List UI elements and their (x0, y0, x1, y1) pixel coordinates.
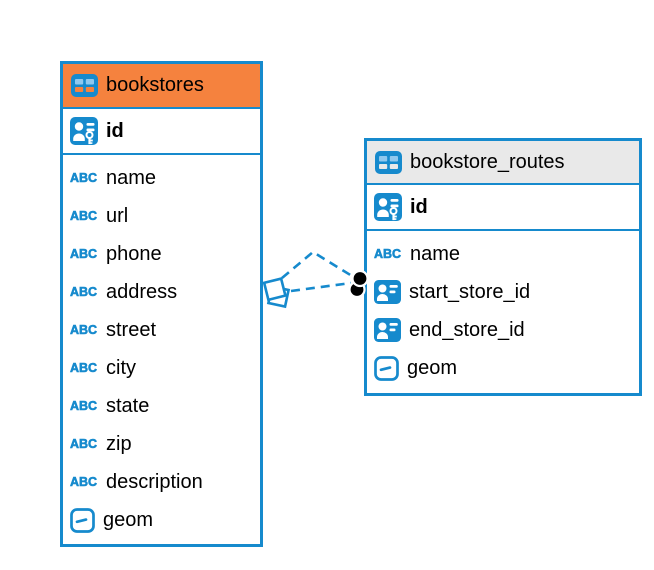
text-type-icon: ABC (70, 399, 98, 414)
text-type-icon: ABC (70, 323, 98, 338)
column-row[interactable]: ABC address (63, 273, 260, 311)
column-name: description (106, 470, 203, 493)
entity-bookstore-routes[interactable]: bookstore_routes id ABC (364, 138, 642, 396)
table-icon (71, 74, 98, 97)
column-row[interactable]: ABC zip (63, 425, 260, 463)
text-type-icon: ABC (70, 361, 98, 376)
column-row[interactable]: ABC street (63, 311, 260, 349)
column-name: name (410, 242, 461, 265)
column-name: id (106, 119, 124, 142)
geometry-type-icon (70, 507, 95, 533)
text-type-icon: ABC (70, 171, 98, 186)
column-name: url (106, 204, 129, 227)
primary-key-icon (374, 193, 402, 221)
entity-title: bookstores (106, 74, 204, 96)
column-row[interactable]: ABC name (367, 235, 639, 273)
column-name: street (106, 318, 157, 341)
column-name: end_store_id (409, 318, 525, 341)
column-row[interactable]: end_store_id (367, 311, 639, 349)
column-row[interactable]: ABC city (63, 349, 260, 387)
column-name: start_store_id (409, 280, 531, 303)
column-row[interactable]: ABC description (63, 463, 260, 501)
column-row[interactable]: ABC name (63, 159, 260, 197)
entity-bookstore-routes-header[interactable]: bookstore_routes (367, 141, 639, 185)
column-name: zip (106, 432, 132, 455)
text-type-icon: ABC (70, 285, 98, 300)
entity-bookstores-header[interactable]: bookstores (63, 64, 260, 109)
column-name: phone (106, 242, 162, 265)
relationship-line-end-store[interactable] (290, 281, 352, 293)
text-type-icon: ABC (374, 247, 402, 262)
primary-key-icon (70, 117, 98, 145)
column-name: id (410, 195, 428, 218)
column-row[interactable]: ABC phone (63, 235, 260, 273)
column-row[interactable]: geom (367, 349, 639, 387)
column-row-id[interactable]: id (367, 185, 639, 231)
text-type-icon: ABC (70, 247, 98, 262)
column-name: geom (103, 508, 154, 531)
geometry-type-icon (374, 355, 399, 381)
column-name: address (106, 280, 178, 303)
column-row[interactable]: start_store_id (367, 273, 639, 311)
entity-bookstore-routes-columns: ABC name start_store_id (367, 231, 639, 391)
text-type-icon: ABC (70, 209, 98, 224)
relationship-source-marker-diamond[interactable] (262, 277, 291, 309)
column-row[interactable]: ABC state (63, 387, 260, 425)
column-name: state (106, 394, 150, 417)
relationship-line-start-store[interactable] (281, 250, 353, 279)
column-name: name (106, 166, 157, 189)
entity-title: bookstore_routes (410, 150, 565, 173)
column-name: geom (407, 356, 458, 379)
text-type-icon: ABC (70, 437, 98, 452)
entity-bookstores[interactable]: bookstores id ABC (60, 61, 263, 547)
column-row[interactable]: geom (63, 501, 260, 539)
entity-bookstores-columns: ABC name ABC url ABC phone ABC address A… (63, 155, 260, 543)
column-row[interactable]: ABC url (63, 197, 260, 235)
foreign-key-icon (374, 280, 401, 304)
column-name: city (106, 356, 136, 379)
foreign-key-icon (374, 318, 401, 342)
column-row-id[interactable]: id (63, 109, 260, 155)
text-type-icon: ABC (70, 475, 98, 490)
table-icon (375, 150, 402, 174)
